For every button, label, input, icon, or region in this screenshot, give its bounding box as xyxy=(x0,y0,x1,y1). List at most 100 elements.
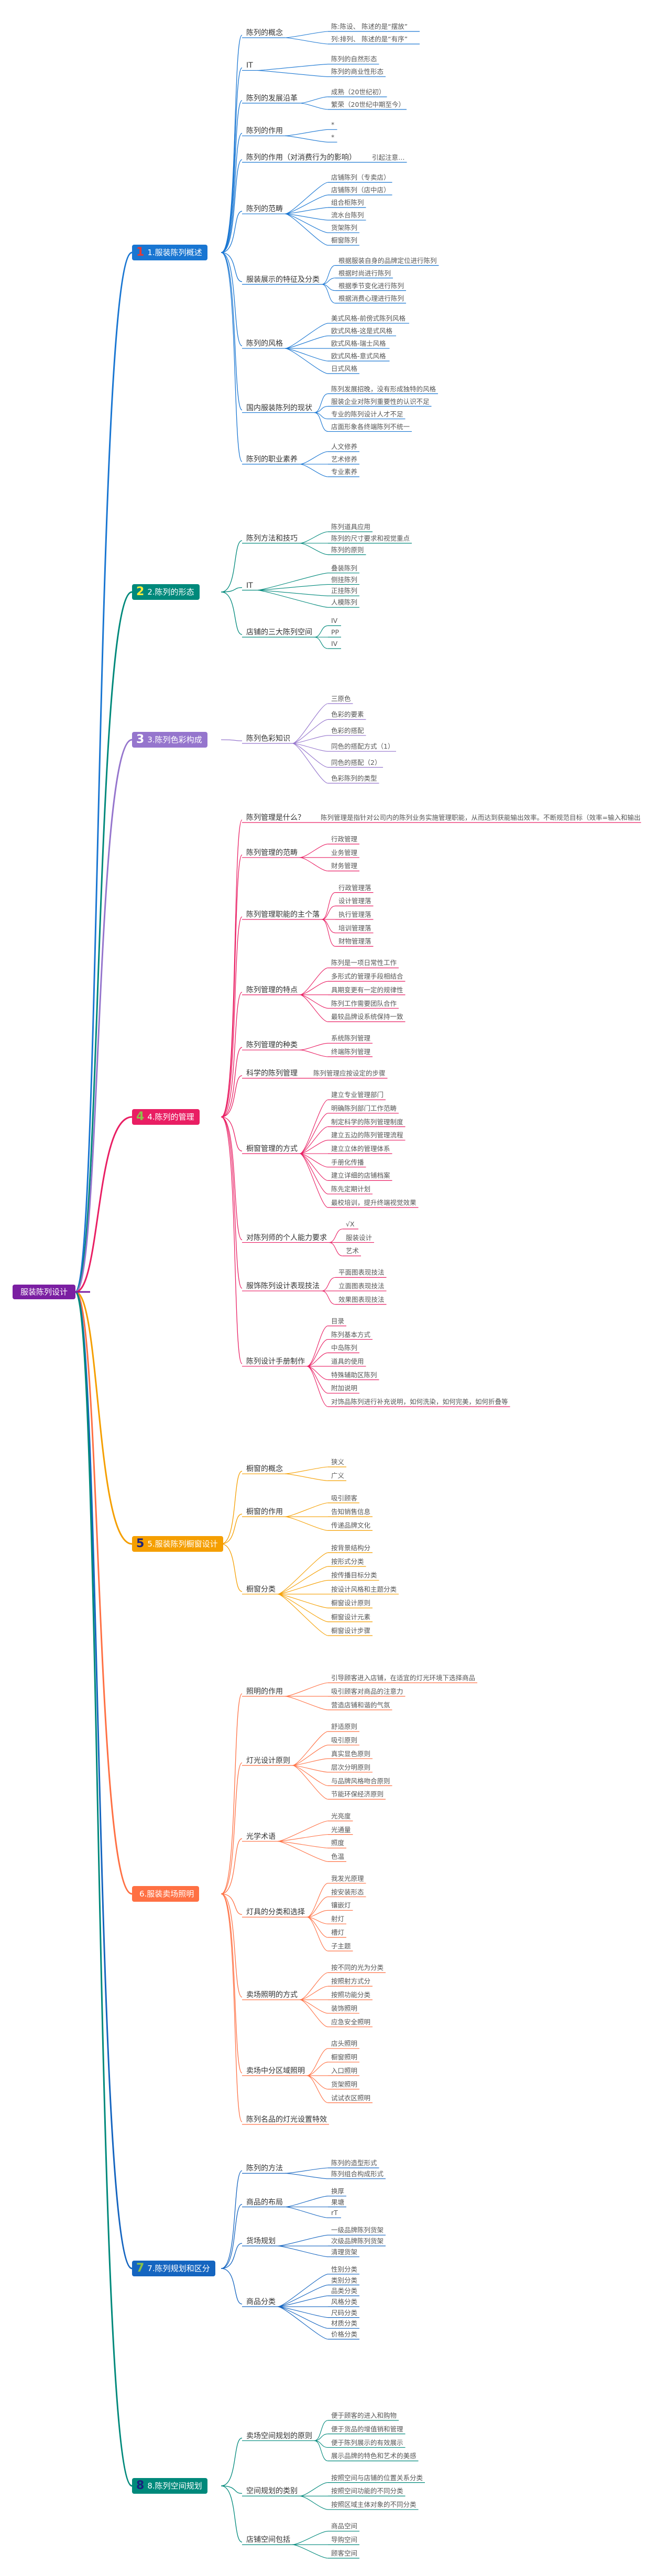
subtopic-item[interactable]: 明确陈列部门工作范畴 xyxy=(331,1104,397,1112)
subtopic-item[interactable]: 舒适原则 xyxy=(331,1723,358,1731)
subtopic-item[interactable]: 吸引顾客对商品的注意力 xyxy=(331,1687,403,1695)
topic-5-3[interactable]: 橱窗分类 xyxy=(246,1585,276,1594)
topic-5-2[interactable]: 橱窗的作用 xyxy=(246,1508,283,1517)
topic-8-2[interactable]: 空间规划的类别 xyxy=(246,2487,298,2496)
subtopic-item[interactable]: 按设计风格和主题分类 xyxy=(331,1585,397,1593)
topic-note[interactable]: 陈列管理应按设定的步骤 xyxy=(313,1069,386,1078)
subtopic-item[interactable]: 陈列道具应用 xyxy=(331,523,371,531)
subtopic-item[interactable]: 陈列基本方式 xyxy=(331,1330,371,1339)
subtopic-item[interactable]: 业务管理 xyxy=(331,848,358,857)
subtopic-item[interactable]: 陈列工作需要团队合作 xyxy=(331,999,397,1007)
subtopic-item[interactable]: 欧式风格-意式风格 xyxy=(331,352,386,360)
topic-1-6[interactable]: 陈列的范畴 xyxy=(246,205,283,214)
topic-1-7[interactable]: 服装展示的特征及分类 xyxy=(246,275,320,284)
subtopic-item[interactable]: 设计管理落 xyxy=(338,897,371,905)
subtopic-item[interactable]: 侧挂陈列 xyxy=(331,575,358,584)
subtopic-item[interactable]: 系统陈列管理 xyxy=(331,1034,371,1043)
topic-1-10[interactable]: 陈列的职业素养 xyxy=(246,455,298,464)
subtopic-item[interactable]: 引导顾客进入店铺，在适宜的灯光环境下选择商品 xyxy=(331,1674,476,1682)
topic-2-2[interactable]: IT xyxy=(246,581,253,590)
subtopic-item[interactable]: 根据服装自身的品牌定位进行陈列 xyxy=(338,256,437,265)
topic-3-1[interactable]: 陈列色彩知识 xyxy=(246,735,290,743)
subtopic-item[interactable]: 陈列的商业性形态 xyxy=(331,68,384,76)
subtopic-item[interactable]: √X xyxy=(346,1220,355,1228)
topic-4-5[interactable]: 陈列管理的种类 xyxy=(246,1041,298,1050)
subtopic-item[interactable]: 人模陈列 xyxy=(331,598,358,607)
subtopic-item[interactable]: 欧式风格-这是式风格 xyxy=(331,327,393,335)
subtopic-item[interactable]: 行政管理 xyxy=(331,835,358,843)
subtopic-item[interactable]: 陈先定期计划 xyxy=(331,1185,371,1193)
subtopic-item[interactable]: 货架照明 xyxy=(331,2080,358,2088)
subtopic-item[interactable]: * xyxy=(331,133,335,141)
subtopic-item[interactable]: 射灯 xyxy=(331,1915,345,1923)
subtopic-item[interactable]: 艺术修养 xyxy=(331,455,358,463)
subtopic-item[interactable]: 按安装形态 xyxy=(331,1888,364,1896)
subtopic-item[interactable]: 按照功能分类 xyxy=(331,1991,371,1999)
subtopic-item[interactable]: 照度 xyxy=(331,1839,345,1847)
topic-6-2[interactable]: 灯光设计原则 xyxy=(246,1756,290,1765)
topic-6-1[interactable]: 照明的作用 xyxy=(246,1687,283,1696)
topic-note[interactable]: 陈列管理是指针对公司内的陈列业务实施管理职能，从而达到获能输出效率。不断规范目标… xyxy=(321,814,641,821)
subtopic-item[interactable]: 子主题 xyxy=(331,1942,351,1950)
subtopic-item[interactable]: 陈列的原则 xyxy=(331,545,364,554)
subtopic-item[interactable]: 服装企业对陈列重要性的认识不足 xyxy=(331,397,430,405)
subtopic-item[interactable]: 建立立体的管理体系 xyxy=(331,1145,390,1153)
subtopic-item[interactable]: 果塘 xyxy=(331,2198,345,2206)
subtopic-item[interactable]: 财物管理落 xyxy=(338,937,371,946)
subtopic-item[interactable]: 节能环保经济原则 xyxy=(331,1790,384,1799)
topic-4-9[interactable]: 服饰陈列设计表现技法 xyxy=(246,1282,320,1291)
subtopic-item[interactable]: 便于顾客的进入和购物 xyxy=(331,2411,397,2419)
topic-4-7[interactable]: 橱窗管理的方式 xyxy=(246,1145,298,1153)
subtopic-item[interactable]: 人文修养 xyxy=(331,442,358,451)
topic-6-5[interactable]: 卖场照明的方式 xyxy=(246,1991,298,2000)
topic-4-10[interactable]: 陈列设计手册制作 xyxy=(246,1357,305,1366)
topic-5-1[interactable]: 橱窗的概念 xyxy=(246,1465,283,1474)
subtopic-item[interactable]: 光通量 xyxy=(331,1825,351,1834)
subtopic-item[interactable]: 服装设计 xyxy=(346,1233,373,1242)
subtopic-item[interactable]: 最校培训，提升终端视觉效果 xyxy=(331,1198,417,1207)
subtopic-item[interactable]: 吸引顾客 xyxy=(331,1494,358,1502)
subtopic-item[interactable]: 店面形象各终端陈列不统一 xyxy=(331,422,410,431)
subtopic-item[interactable]: 中岛陈列 xyxy=(331,1344,358,1352)
subtopic-item[interactable]: 导购空间 xyxy=(331,2536,358,2544)
subtopic-item[interactable]: 具期变更有一定的规律性 xyxy=(331,985,403,994)
subtopic-item[interactable]: IV xyxy=(331,617,338,625)
subtopic-item[interactable]: 同色的搭配方式（1） xyxy=(331,742,395,751)
subtopic-item[interactable]: 手册化传播 xyxy=(331,1158,364,1166)
subtopic-item[interactable]: 根据消费心理进行陈列 xyxy=(338,294,404,302)
subtopic-item[interactable]: 日式风格 xyxy=(331,365,358,373)
subtopic-item[interactable]: 狭义 xyxy=(331,1458,345,1466)
subtopic-item[interactable]: 广义 xyxy=(331,1472,345,1480)
subtopic-item[interactable]: 色彩的要素 xyxy=(331,710,364,719)
subtopic-item[interactable]: 与品牌风格吻合原则 xyxy=(331,1777,390,1785)
subtopic-item[interactable]: 陈列的造型形式 xyxy=(331,2159,377,2167)
subtopic-item[interactable]: 建立详细的店铺档案 xyxy=(331,1171,390,1180)
topic-1-4[interactable]: 陈列的作用 xyxy=(246,127,283,136)
subtopic-item[interactable]: 立面图表现技法 xyxy=(338,1282,385,1290)
subtopic-item[interactable]: 次级品牌陈列货架 xyxy=(331,2237,384,2245)
root-topic[interactable]: 服装陈列设计 xyxy=(13,1285,75,1299)
subtopic-item[interactable]: 专业的陈列设计人才不足 xyxy=(331,410,403,418)
topic-6-6[interactable]: 卖场中分区域照明 xyxy=(246,2066,305,2075)
topic-2-1[interactable]: 陈列方法和技巧 xyxy=(246,534,298,543)
subtopic-item[interactable]: 建立专业管理部门 xyxy=(331,1091,384,1099)
topic-6-3[interactable]: 光学术语 xyxy=(246,1832,276,1841)
subtopic-item[interactable]: 叠装陈列 xyxy=(331,564,358,572)
subtopic-item[interactable]: 顾客空间 xyxy=(331,2549,358,2557)
subtopic-item[interactable]: 清理货架 xyxy=(331,2248,358,2256)
subtopic-item[interactable]: 便于陈列展示的有效展示 xyxy=(331,2438,403,2447)
subtopic-item[interactable]: rT xyxy=(331,2209,338,2217)
subtopic-item[interactable]: 真实显色原则 xyxy=(331,1749,371,1758)
subtopic-item[interactable]: 多形式的管理手段相结合 xyxy=(331,972,403,981)
subtopic-item[interactable]: 槽灯 xyxy=(331,1928,345,1937)
subtopic-item[interactable]: 橱窗照明 xyxy=(331,2053,358,2062)
subtopic-item[interactable]: 告知销售信息 xyxy=(331,1508,371,1516)
topic-4-3[interactable]: 陈列管理职能的主个落 xyxy=(246,910,320,919)
subtopic-item[interactable]: 商品空间 xyxy=(331,2522,358,2530)
subtopic-item[interactable]: 入口照明 xyxy=(331,2066,358,2075)
